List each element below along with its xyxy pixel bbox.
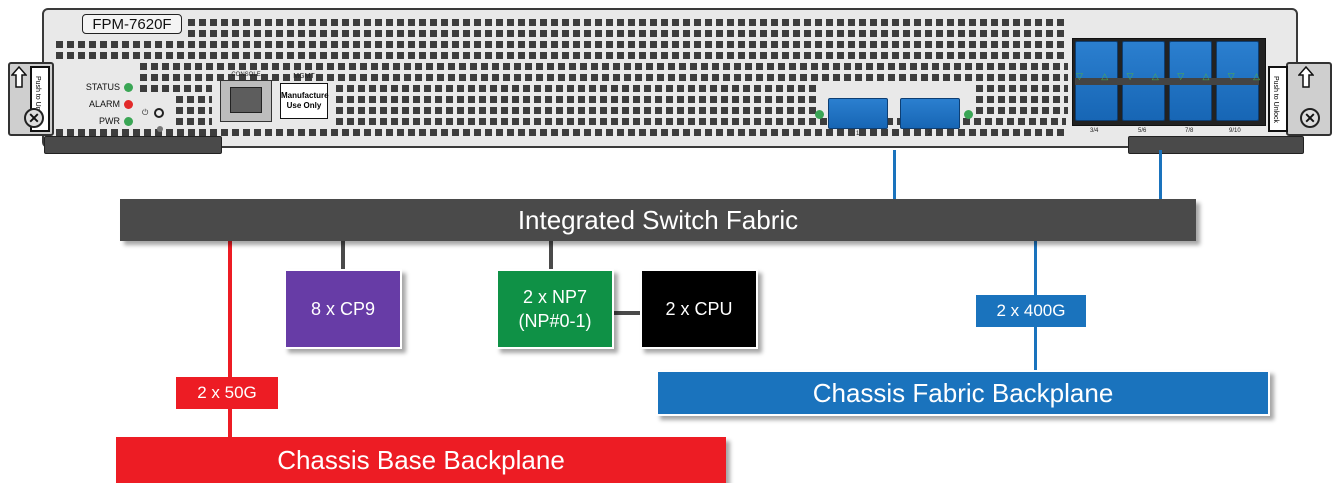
qsfp-fabric-link bbox=[1159, 150, 1162, 200]
port-group-label: 5/6 bbox=[1138, 128, 1147, 134]
right-screw-icon[interactable]: ✕ bbox=[1300, 108, 1320, 128]
up-arrow-icon: △ bbox=[1151, 71, 1159, 81]
base-backplane-link bbox=[228, 241, 232, 438]
right-latch-arrow-icon bbox=[1297, 65, 1315, 93]
np7-sublabel: (NP#0-1) bbox=[518, 311, 592, 331]
vent-row bbox=[188, 30, 1068, 37]
port-1-2-fabric-link bbox=[893, 150, 896, 200]
pinhole-icon bbox=[157, 126, 163, 132]
pwr-led bbox=[124, 117, 133, 126]
alarm-led bbox=[124, 100, 133, 109]
rj45-jack-icon bbox=[230, 87, 262, 113]
mgmt-note: Manufacture Use Only bbox=[281, 91, 329, 110]
alarm-led-label: ALARM bbox=[88, 99, 120, 109]
port-1[interactable] bbox=[828, 98, 888, 129]
left-rail bbox=[44, 136, 222, 154]
vent-row bbox=[336, 96, 816, 103]
mgmt-label: MGMT bbox=[293, 73, 315, 80]
up-arrow-icon: △ bbox=[1101, 71, 1109, 81]
port-led-strip: ▽ △ ▽ △ ▽ △ ▽ △ bbox=[1076, 71, 1260, 82]
np7-label: 2 x NP7 bbox=[522, 287, 588, 307]
cp9-link bbox=[341, 241, 345, 269]
right-latch[interactable]: Push to Unlock bbox=[1268, 66, 1288, 132]
vent-row bbox=[56, 41, 1068, 48]
integrated-switch-fabric: Integrated Switch Fabric bbox=[120, 199, 1196, 241]
vent-row bbox=[140, 63, 1068, 70]
down-arrow-icon: ▽ bbox=[1227, 71, 1235, 81]
chassis-fabric-backplane: Chassis Fabric Backplane bbox=[656, 370, 1270, 416]
left-screw-icon[interactable]: ✕ bbox=[24, 108, 44, 128]
up-arrow-icon: △ bbox=[1253, 71, 1260, 81]
vent-row bbox=[976, 107, 1068, 114]
right-rail bbox=[1128, 136, 1304, 154]
right-latch-label: Push to Unlock bbox=[1272, 75, 1280, 124]
vent-row bbox=[140, 74, 1068, 81]
port-1-led bbox=[815, 110, 824, 119]
vent-row bbox=[56, 129, 1068, 136]
cp9-block: 8 x CP9 bbox=[284, 269, 402, 349]
np7-cpu-link bbox=[614, 311, 642, 315]
port-1-label: 1 bbox=[856, 131, 860, 137]
vent-row bbox=[336, 118, 1066, 125]
cpu-block: 2 x CPU bbox=[640, 269, 758, 349]
vent-row bbox=[176, 118, 212, 125]
console-port[interactable] bbox=[220, 80, 272, 122]
fabric-speed-label: 2 x 400G bbox=[976, 295, 1086, 327]
port-divider bbox=[1075, 78, 1259, 85]
down-arrow-icon: ▽ bbox=[1076, 71, 1083, 81]
vent-row bbox=[336, 107, 816, 114]
model-label: FPM-7620F bbox=[82, 14, 182, 34]
pwr-led-label: PWR bbox=[99, 116, 120, 126]
port-2[interactable] bbox=[900, 98, 960, 129]
down-arrow-icon: ▽ bbox=[1177, 71, 1185, 81]
vent-row bbox=[336, 85, 816, 92]
console-label: CONSOLE bbox=[231, 72, 261, 78]
port-group-label: 3/4 bbox=[1090, 128, 1099, 134]
vent-row bbox=[188, 19, 1068, 26]
np7-link bbox=[549, 241, 553, 269]
vent-row bbox=[976, 85, 1068, 92]
vent-row bbox=[176, 107, 212, 114]
vent-row bbox=[176, 96, 212, 103]
power-icon: ⏻ bbox=[142, 108, 149, 117]
left-latch-arrow-icon bbox=[10, 65, 28, 93]
port-2-label: 2 bbox=[928, 131, 932, 137]
vent-row bbox=[56, 52, 1068, 59]
down-arrow-icon: ▽ bbox=[1126, 71, 1134, 81]
vent-row bbox=[976, 96, 1068, 103]
vent-row bbox=[140, 85, 212, 92]
mgmt-port-cover: Manufacture Use Only bbox=[280, 83, 329, 119]
np7-block: 2 x NP7 (NP#0-1) bbox=[496, 269, 614, 349]
status-led bbox=[124, 83, 133, 92]
chassis-base-backplane: Chassis Base Backplane bbox=[116, 437, 726, 483]
status-led-label: STATUS bbox=[85, 82, 120, 92]
port-group-label: 9/10 bbox=[1229, 128, 1241, 134]
port-2-led bbox=[964, 110, 973, 119]
reset-button[interactable] bbox=[154, 108, 164, 118]
base-speed-label: 2 x 50G bbox=[176, 377, 278, 409]
up-arrow-icon: △ bbox=[1202, 71, 1210, 81]
port-group-label: 7/8 bbox=[1185, 128, 1194, 134]
